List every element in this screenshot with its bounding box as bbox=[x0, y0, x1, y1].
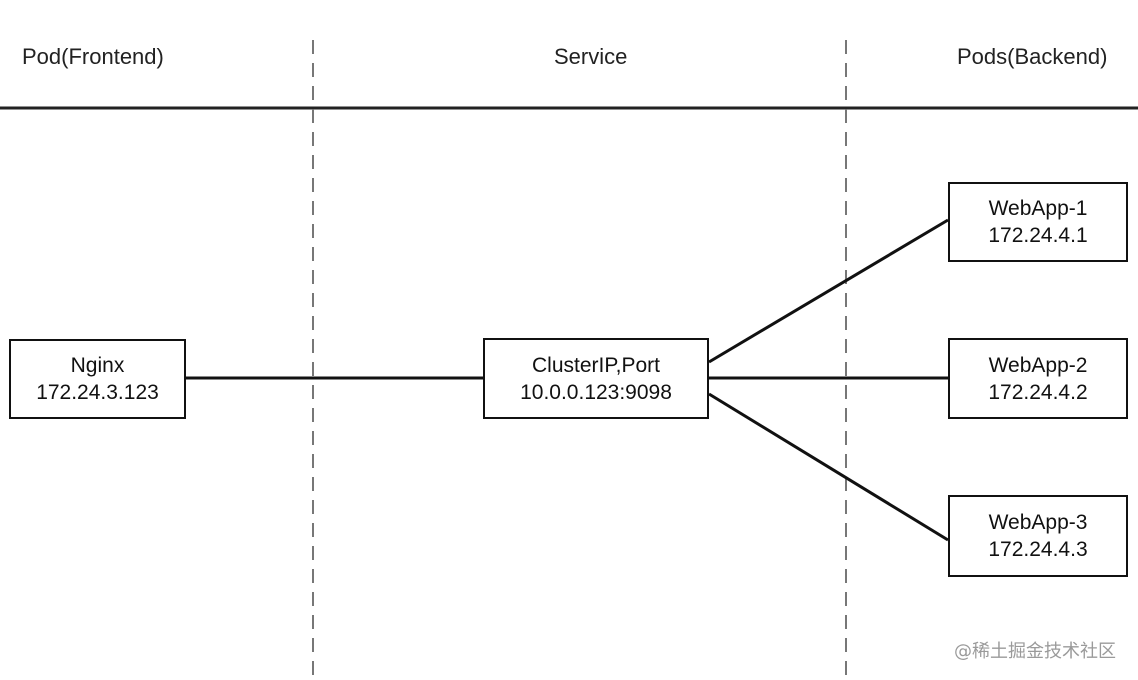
webapp-3-name: WebApp-3 bbox=[988, 511, 1088, 534]
edge-service-to-webapp3 bbox=[708, 392, 949, 542]
webapp-2-ip: 172.24.4.2 bbox=[988, 380, 1088, 404]
nginx-node-name: Nginx bbox=[70, 354, 125, 377]
edge-service-to-webapp1 bbox=[708, 218, 949, 364]
webapp-1-ip: 172.24.4.1 bbox=[988, 224, 1088, 247]
webapp-1-node: WebApp-1 172.24.4.1 bbox=[948, 182, 1128, 262]
webapp-2-node: WebApp-2 172.24.4.2 bbox=[948, 338, 1128, 419]
column-header-frontend: Pod(Frontend) bbox=[22, 44, 164, 69]
webapp-3-node: WebApp-3 172.24.4.3 bbox=[948, 495, 1128, 577]
service-node-ip: 10.0.0.123:9098 bbox=[520, 380, 672, 404]
watermark-text: @稀土掘金技术社区 bbox=[954, 641, 1116, 662]
service-node: ClusterIP,Port 10.0.0.123:9098 bbox=[483, 338, 709, 419]
column-header-service: Service bbox=[554, 44, 628, 69]
webapp-3-ip: 172.24.4.3 bbox=[988, 538, 1088, 561]
webapp-2-name: WebApp-2 bbox=[988, 353, 1088, 377]
service-node-name: ClusterIP,Port bbox=[532, 353, 660, 377]
column-header-backend: Pods(Backend) bbox=[957, 44, 1108, 69]
webapp-1-name: WebApp-1 bbox=[988, 197, 1088, 220]
nginx-node: Nginx 172.24.3.123 bbox=[9, 339, 186, 419]
nginx-node-ip: 172.24.3.123 bbox=[36, 381, 159, 404]
